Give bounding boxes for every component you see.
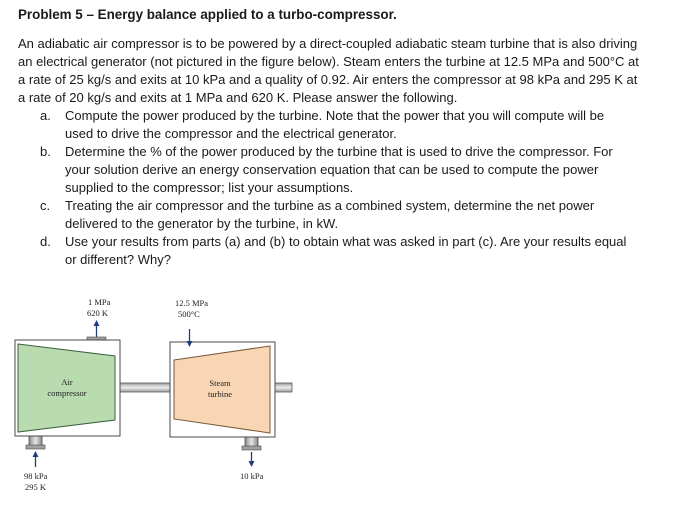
compressor-inlet-arrow-icon: [32, 451, 39, 467]
problem-document: Problem 5 – Energy balance applied to a …: [18, 6, 678, 269]
schematic-diagram: 1 MPa 620 K 12.5 MPa 500°C Air compresso…: [14, 297, 293, 492]
turbine-inlet-pressure: 12.5 MPa: [175, 298, 208, 308]
compressor-outlet-pressure: 1 MPa: [88, 297, 111, 307]
question-text: Treating the air compressor and the turb…: [65, 198, 595, 231]
compressor-outlet-arrow-icon: [93, 320, 100, 337]
air-compressor-body: [17, 343, 116, 433]
steam-turbine-body: [173, 345, 271, 434]
question-text: Use your results from parts (a) and (b) …: [65, 234, 627, 267]
turbine-label-turbine: turbine: [208, 389, 232, 399]
problem-title: Problem 5 – Energy balance applied to a …: [18, 7, 397, 22]
turbine-inlet-arrow-icon: [186, 329, 193, 347]
compressor-label-air: Air: [61, 377, 73, 387]
turbine-outlet-arrow-icon: [248, 452, 255, 467]
question-letter: a.: [40, 108, 51, 123]
compressor-outlet-temperature: 620 K: [87, 308, 109, 318]
turbine-outlet-pressure: 10 kPa: [240, 471, 264, 481]
turbine-outlet-flange: [241, 445, 262, 451]
compressor-inlet-pressure: 98 kPa: [24, 471, 48, 481]
problem-statement: An adiabatic air compressor is to be pow…: [18, 36, 639, 105]
compressor-inlet-temperature: 295 K: [25, 482, 47, 492]
turbo-compressor-figure: 1 MPa 620 K 12.5 MPa 500°C Air compresso…: [0, 292, 684, 512]
question-letter: c.: [40, 198, 51, 213]
question-list: a. Compute the power produced by the tur…: [18, 107, 678, 269]
question-b: b. Determine the % of the power produced…: [18, 143, 635, 197]
turbine-inlet-temperature: 500°C: [178, 309, 200, 319]
question-text: Determine the % of the power produced by…: [65, 144, 613, 195]
question-a: a. Compute the power produced by the tur…: [18, 107, 635, 143]
compressor-label-compressor: compressor: [47, 388, 86, 398]
question-letter: d.: [40, 234, 51, 249]
question-c: c. Treating the air compressor and the t…: [18, 197, 635, 233]
turbine-label-steam: Steam: [209, 378, 231, 388]
question-letter: b.: [40, 144, 51, 159]
compressor-inlet-flange: [25, 444, 46, 450]
question-text: Compute the power produced by the turbin…: [65, 108, 605, 141]
question-d: d. Use your results from parts (a) and (…: [18, 233, 635, 269]
